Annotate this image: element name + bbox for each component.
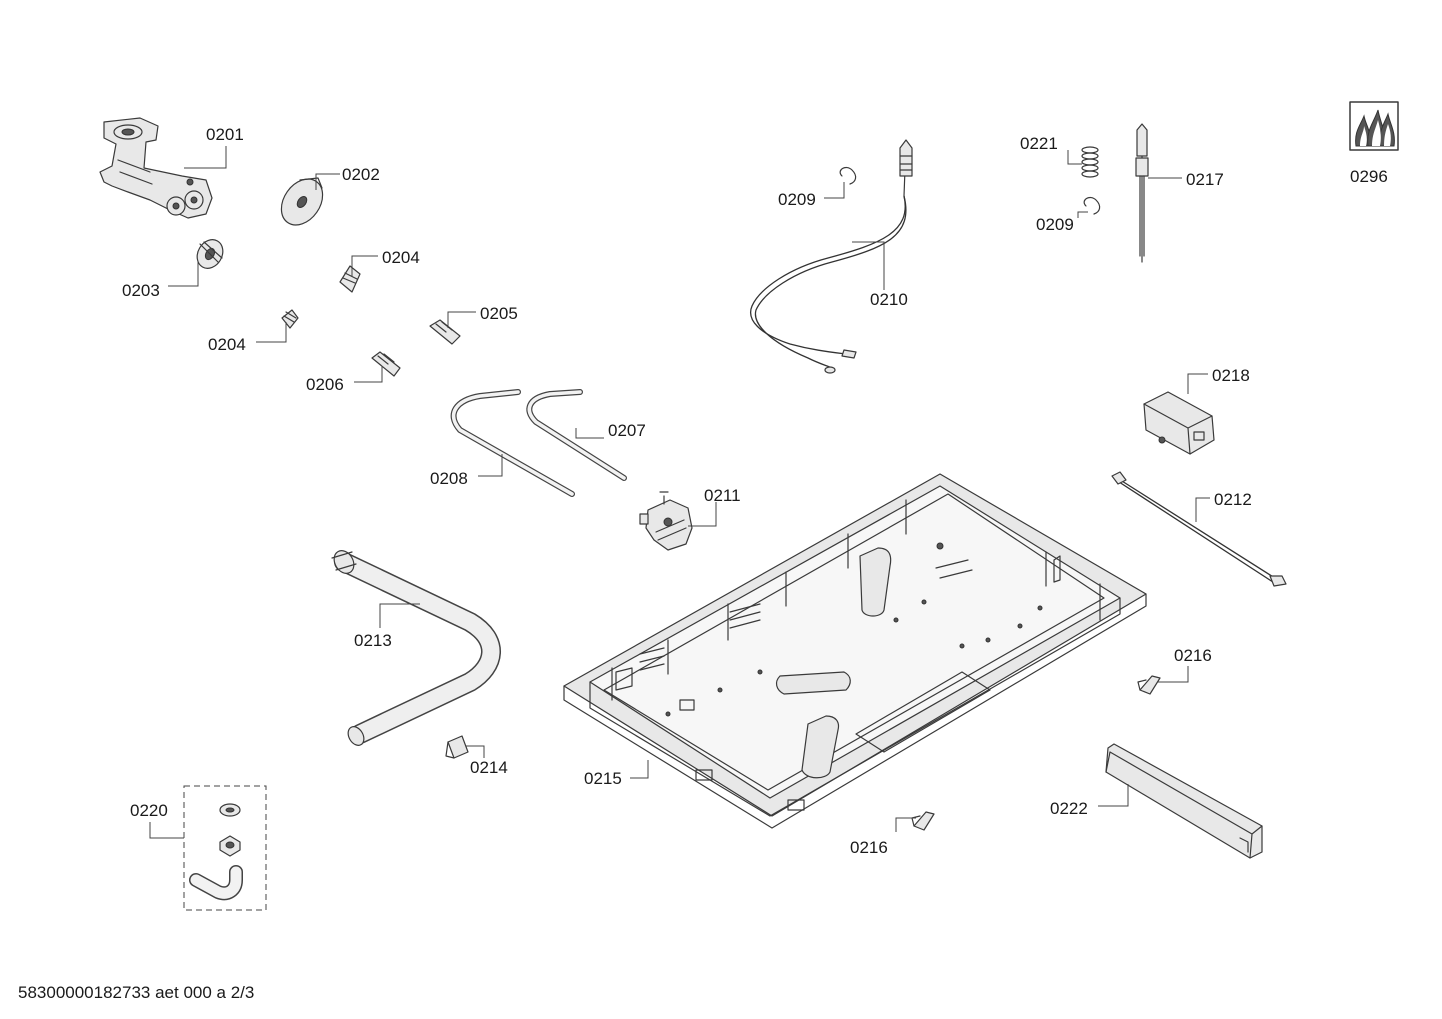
- label-0217[interactable]: 0217: [1186, 170, 1224, 189]
- label-0215[interactable]: 0215: [584, 769, 622, 788]
- part-0213-gas-tube[interactable]: [330, 547, 501, 748]
- part-0209-clip-lower[interactable]: [1083, 196, 1101, 215]
- part-0217-electrode[interactable]: [1135, 123, 1149, 263]
- label-0208[interactable]: 0208: [430, 469, 468, 488]
- label-0210[interactable]: 0210: [870, 290, 908, 309]
- leader-0213: [379, 603, 420, 628]
- label-0296[interactable]: 0296: [1350, 167, 1388, 186]
- part-0218-ignition-module[interactable]: [1143, 391, 1215, 455]
- leader-0215: [630, 760, 649, 779]
- leader-0214: [466, 745, 485, 758]
- label-0213[interactable]: 0213: [354, 631, 392, 650]
- label-0221[interactable]: 0221: [1020, 134, 1058, 153]
- part-0212-wire-bracket[interactable]: [1111, 471, 1287, 587]
- leader-0209-lower: [1077, 211, 1088, 218]
- label-0218[interactable]: 0218: [1212, 366, 1250, 385]
- leader-0210: [852, 241, 885, 290]
- part-0216-clip-right[interactable]: [1137, 675, 1161, 695]
- label-0202[interactable]: 0202: [342, 165, 380, 184]
- label-0206[interactable]: 0206: [306, 375, 344, 394]
- leader-0205: [447, 311, 476, 328]
- part-0203-spreader[interactable]: [192, 235, 228, 273]
- label-0211[interactable]: 0211: [704, 486, 741, 505]
- part-0208-gas-pipe[interactable]: [450, 389, 575, 497]
- label-0214[interactable]: 0214: [470, 758, 508, 777]
- label-0212[interactable]: 0212: [1214, 490, 1252, 509]
- label-0222[interactable]: 0222: [1050, 799, 1088, 818]
- part-0202-burner-disc[interactable]: [273, 171, 331, 233]
- leader-0218: [1187, 373, 1208, 394]
- part-0201-burner-body[interactable]: [99, 117, 213, 219]
- document-footer: 58300000182733 aet 000 a 2/3: [18, 983, 254, 1002]
- leader-0207: [575, 428, 604, 439]
- part-0206-injector[interactable]: [371, 351, 401, 377]
- label-0203[interactable]: 0203: [122, 281, 160, 300]
- part-0220-connection-kit[interactable]: [183, 785, 267, 911]
- label-0201[interactable]: 0201: [206, 125, 244, 144]
- label-0220[interactable]: 0220: [130, 801, 168, 820]
- part-0204-nozzle-upper[interactable]: [339, 265, 361, 293]
- label-0209-upper[interactable]: 0209: [778, 190, 816, 209]
- leader-0206: [354, 366, 383, 383]
- leader-0216-right: [1158, 666, 1189, 683]
- leader-0209-upper: [824, 182, 845, 199]
- leader-0201: [184, 146, 227, 169]
- part-0296-gas-symbol[interactable]: [1349, 101, 1399, 151]
- leader-0212: [1195, 497, 1210, 522]
- part-0221-spring[interactable]: [1081, 146, 1099, 178]
- part-0205-injector[interactable]: [429, 319, 461, 345]
- label-0216-right[interactable]: 0216: [1174, 646, 1212, 665]
- part-0210-thermocouple[interactable]: [750, 139, 913, 374]
- part-0209-clip-upper[interactable]: [839, 166, 857, 185]
- part-0216-clip-bottom[interactable]: [911, 811, 935, 831]
- leader-0220: [149, 822, 184, 839]
- part-0211-gas-valve[interactable]: [639, 491, 693, 551]
- leader-0202: [315, 173, 340, 190]
- leader-0203: [168, 262, 199, 287]
- leader-0221: [1067, 150, 1082, 165]
- part-0215-base-tray[interactable]: [563, 473, 1147, 829]
- leader-0208: [478, 454, 503, 477]
- part-0207-gas-pipe[interactable]: [526, 389, 627, 481]
- label-0204-lower[interactable]: 0204: [208, 335, 246, 354]
- part-0214-clip[interactable]: [445, 735, 469, 759]
- label-0207[interactable]: 0207: [608, 421, 646, 440]
- leader-0222: [1098, 784, 1129, 807]
- label-0205[interactable]: 0205: [480, 304, 518, 323]
- part-0222-trim-strip[interactable]: [1105, 743, 1263, 859]
- leader-0216-bottom: [895, 817, 916, 832]
- part-0204-nozzle-lower[interactable]: [281, 309, 299, 329]
- label-0204-upper[interactable]: 0204: [382, 248, 420, 267]
- leader-0204-lower: [256, 322, 287, 343]
- leader-0204-upper: [351, 255, 378, 276]
- label-0209-lower[interactable]: 0209: [1036, 215, 1074, 234]
- label-0216-bottom[interactable]: 0216: [850, 838, 888, 857]
- leader-0211: [688, 502, 717, 527]
